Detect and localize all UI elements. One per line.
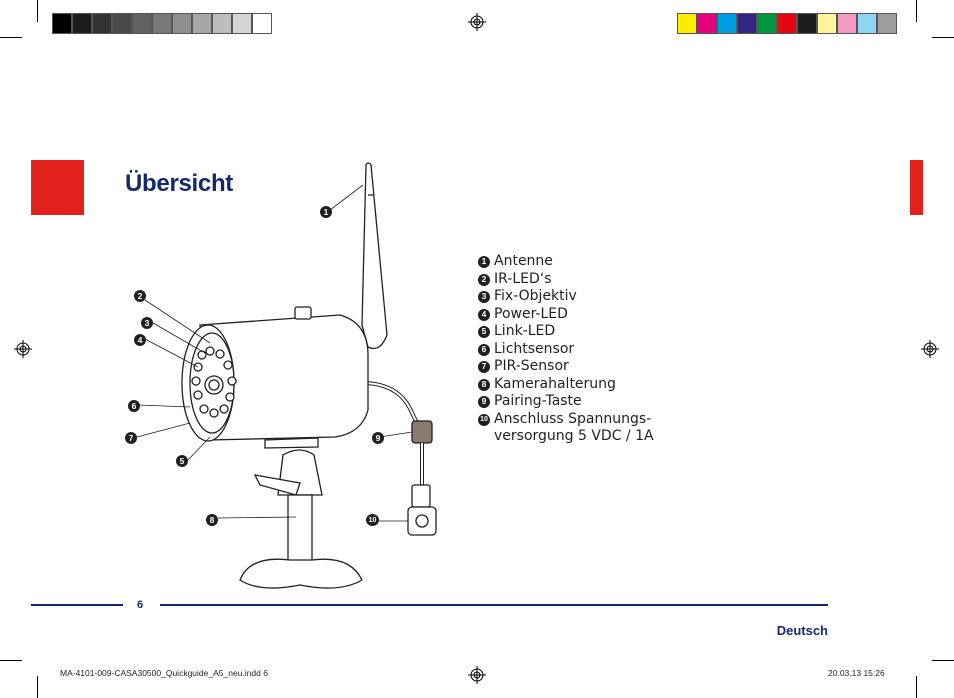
legend-label: Power-LED xyxy=(494,305,568,322)
legend-item: 9 Pairing-Taste xyxy=(478,393,654,411)
crop-mark xyxy=(916,676,917,698)
crop-mark xyxy=(0,660,22,661)
color-swatch xyxy=(132,13,152,34)
callout-6: 6 xyxy=(128,400,140,412)
color-swatch xyxy=(837,13,857,34)
color-swatch xyxy=(717,13,737,34)
registration-mark-icon xyxy=(14,340,32,358)
callout-8: 8 xyxy=(206,514,218,526)
legend-label: Kamerahalterung xyxy=(494,375,616,392)
color-swatch xyxy=(797,13,817,34)
legend-label: IR-LED‘s xyxy=(494,270,552,287)
legend-item: 6 Lichtsensor xyxy=(478,341,654,359)
legend-item: 3 Fix-Objektiv xyxy=(478,288,654,306)
slug-filename: MA-4101-009-CASA30500_Quickguide_A5_neu.… xyxy=(60,668,268,678)
callout-1: 1 xyxy=(320,206,332,218)
legend-number: 9 xyxy=(478,396,490,408)
color-swatch xyxy=(777,13,797,34)
legend-number: 3 xyxy=(478,291,490,303)
section-marker-left xyxy=(31,160,84,215)
legend-label: Lichtsensor xyxy=(494,340,575,357)
crop-mark xyxy=(37,676,38,698)
callout-7: 7 xyxy=(125,432,137,444)
legend-number: 10 xyxy=(478,413,490,426)
color-swatch xyxy=(112,13,132,34)
legend-item: 2 IR-LED‘s xyxy=(478,271,654,289)
callout-3: 3 xyxy=(141,317,153,329)
crop-mark xyxy=(932,660,954,661)
callout-5: 5 xyxy=(176,455,188,467)
color-swatch xyxy=(52,13,72,34)
legend-item: 8 Kamerahalterung xyxy=(478,376,654,394)
color-swatch xyxy=(72,13,92,34)
callout-4: 4 xyxy=(134,334,146,346)
camera-illustration xyxy=(136,162,437,589)
legend-number: 1 xyxy=(478,256,490,268)
color-swatch xyxy=(172,13,192,34)
slug-date: 20.03.13 15:26 xyxy=(828,668,885,678)
grayscale-color-bar xyxy=(52,13,272,34)
crop-mark xyxy=(932,37,954,38)
legend-label: Link-LED xyxy=(494,323,556,339)
color-swatch xyxy=(232,13,252,34)
legend-label: Anschluss Spannungs-versorgung 5 VDC / 1… xyxy=(494,411,654,446)
legend-item: 5 Link-LED xyxy=(478,323,654,341)
color-swatch xyxy=(192,13,212,34)
page-title: Übersicht xyxy=(125,170,233,197)
legend-item: 1 Antenne xyxy=(478,253,654,271)
legend-number: 6 xyxy=(478,343,490,356)
color-swatch xyxy=(252,13,272,34)
color-swatch xyxy=(677,13,697,34)
legend-label: PIR-Sensor xyxy=(494,358,569,374)
legend-item: 10 Anschluss Spannungs-versorgung 5 VDC /… xyxy=(478,411,654,446)
legend-label-line1: Anschluss Spannungs- xyxy=(494,410,652,427)
crop-mark xyxy=(916,0,917,22)
registration-mark-icon xyxy=(468,666,486,684)
legend-label: Antenne xyxy=(494,253,553,269)
parts-legend: 1 Antenne 2 IR-LED‘s 3 Fix-Objektiv 4 Power-… xyxy=(478,253,654,446)
color-swatch xyxy=(857,13,877,34)
color-swatch xyxy=(877,13,897,34)
registration-mark-icon xyxy=(468,13,486,31)
legend-number: 7 xyxy=(478,361,490,373)
section-marker-right xyxy=(910,160,923,215)
crop-mark xyxy=(0,37,22,38)
color-swatch xyxy=(697,13,717,34)
color-swatch xyxy=(152,13,172,34)
legend-item: 7 PIR-Sensor xyxy=(478,358,654,376)
callout-9: 9 xyxy=(372,432,384,444)
footer-rule-left xyxy=(31,604,123,606)
page-number: 6 xyxy=(137,599,144,611)
legend-label: Pairing-Taste xyxy=(494,393,582,409)
legend-item: 4 Power-LED xyxy=(478,306,654,324)
legend-label: Fix-Objektiv xyxy=(494,288,577,304)
legend-number: 2 xyxy=(478,273,490,286)
registration-mark-icon xyxy=(921,340,939,358)
footer-rule-right xyxy=(160,604,828,606)
legend-number: 4 xyxy=(478,308,490,321)
crop-mark xyxy=(37,0,38,22)
color-swatch xyxy=(817,13,837,34)
language-label: Deutsch xyxy=(776,623,828,638)
process-color-bar xyxy=(677,13,897,34)
callout-10: 10 xyxy=(366,514,379,526)
legend-number: 8 xyxy=(478,378,490,391)
color-swatch xyxy=(737,13,757,34)
color-swatch xyxy=(757,13,777,34)
legend-number: 5 xyxy=(478,326,490,338)
color-swatch xyxy=(212,13,232,34)
callout-2: 2 xyxy=(134,290,146,302)
legend-label-line2: versorgung 5 VDC / 1A xyxy=(494,428,654,444)
color-swatch xyxy=(92,13,112,34)
